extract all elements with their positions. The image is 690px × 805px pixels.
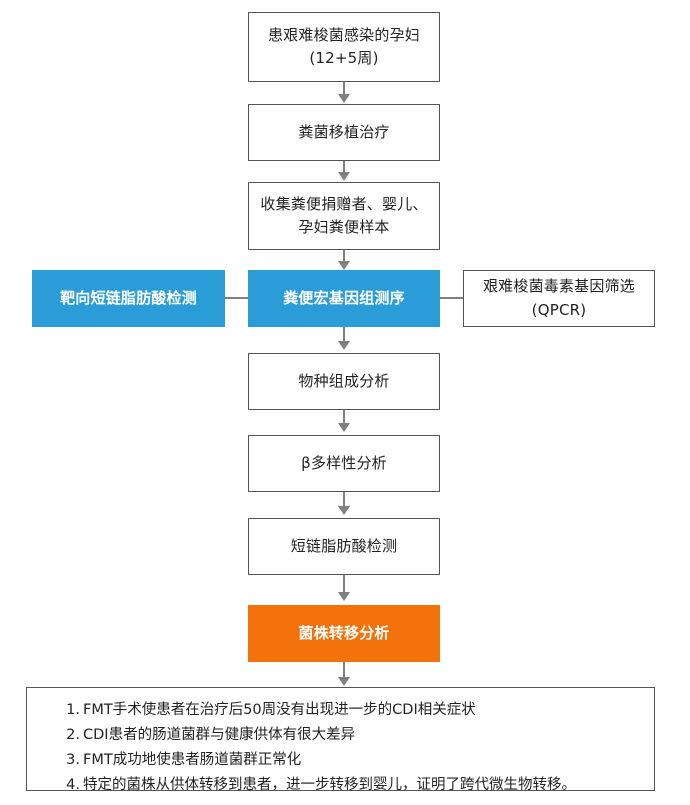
arrow-strain-to-summary-icon	[338, 677, 350, 686]
connector-scfa-to-strain	[343, 575, 345, 593]
connector-metagenome-to-species	[343, 327, 345, 342]
node-metagenome-seq[interactable]: 粪便宏基因组测序	[248, 270, 440, 327]
summary-item: 特定的菌株从供体转移到患者，进一步转移到婴儿，证明了跨代微生物转移。	[62, 773, 576, 798]
node-strain-transfer-label: 菌株转移分析	[298, 623, 390, 642]
arrow-fmt-to-collection-icon	[338, 172, 350, 181]
arrow-species-to-beta-icon	[338, 423, 350, 432]
node-scfa-targeted-label: 靶向短链脂肪酸检测	[60, 288, 197, 307]
summary-item: CDI患者的肠道菌群与健康供体有很大差异	[62, 723, 356, 748]
node-metagenome-seq-label: 粪便宏基因组测序	[283, 288, 405, 307]
node-sample-collection[interactable]: 收集粪便捐赠者、婴儿、 孕妇粪便样本	[248, 182, 440, 250]
arrow-metagenome-to-species-icon	[338, 341, 350, 350]
node-sample-collection-label: 收集粪便捐赠者、婴儿、 孕妇粪便样本	[260, 194, 428, 236]
node-species-composition[interactable]: 物种组成分析	[248, 353, 440, 410]
arrow-patient-to-fmt-icon	[338, 94, 350, 103]
node-scfa-detection-label: 短链脂肪酸检测	[290, 536, 398, 555]
arrow-scfa-to-strain-icon	[338, 592, 350, 601]
summary-list: FMT手术使患者在治疗后50周没有出现进一步的CDI相关症状 CDI患者的肠道菌…	[27, 698, 654, 798]
node-toxin-gene-qpcr[interactable]: 艰难梭菌毒素基因筛选 (QPCR)	[463, 270, 655, 327]
node-beta-diversity[interactable]: β多样性分析	[248, 435, 440, 492]
connector-strain-to-summary	[343, 662, 345, 678]
node-fmt-treatment[interactable]: 粪菌移植治疗	[248, 104, 440, 161]
node-scfa-targeted[interactable]: 靶向短链脂肪酸检测	[32, 270, 225, 327]
connector-metagenome-to-qpcr	[440, 297, 463, 299]
node-strain-transfer[interactable]: 菌株转移分析	[248, 605, 440, 662]
node-scfa-detection[interactable]: 短链脂肪酸检测	[248, 518, 440, 575]
node-toxin-gene-qpcr-label: 艰难梭菌毒素基因筛选 (QPCR)	[482, 277, 635, 319]
node-fmt-treatment-label: 粪菌移植治疗	[298, 122, 390, 141]
summary-item: FMT手术使患者在治疗后50周没有出现进一步的CDI相关症状	[62, 698, 476, 723]
arrow-beta-to-scfa-icon	[338, 506, 350, 515]
node-beta-diversity-label: β多样性分析	[301, 453, 387, 472]
node-patient-label: 患艰难梭菌感染的孕妇 (12+5周)	[267, 25, 420, 67]
connector-beta-to-scfa	[343, 492, 345, 506]
node-species-composition-label: 物种组成分析	[298, 371, 390, 390]
connector-species-to-beta	[343, 410, 345, 424]
arrow-collection-to-metagenome-icon	[338, 261, 350, 270]
connector-fmt-to-collection	[343, 161, 345, 174]
summary-item: FMT成功地使患者肠道菌群正常化	[62, 748, 302, 773]
connector-scfa-to-metagenome	[225, 297, 248, 299]
connector-patient-to-fmt	[343, 82, 345, 96]
node-patient[interactable]: 患艰难梭菌感染的孕妇 (12+5周)	[248, 12, 440, 82]
summary-conclusions-box: FMT手术使患者在治疗后50周没有出现进一步的CDI相关症状 CDI患者的肠道菌…	[26, 687, 655, 798]
connector-collection-to-metagenome	[343, 250, 345, 263]
